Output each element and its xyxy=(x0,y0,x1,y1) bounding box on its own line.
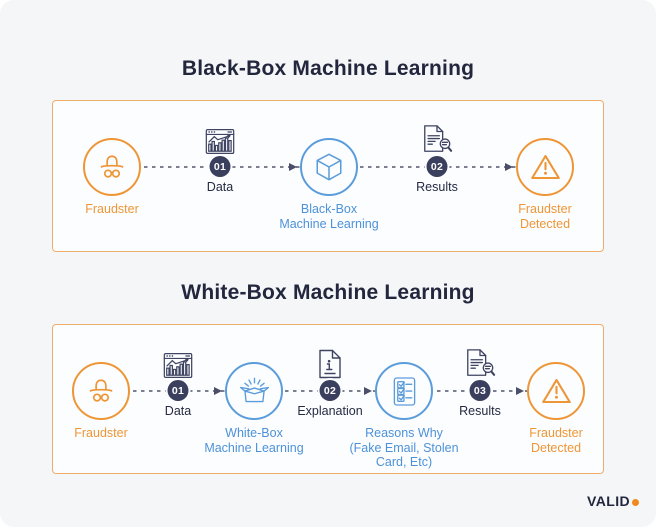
whitebox-flow-panel: Fraudster xyxy=(52,324,604,474)
fraudster-detected-label: Fraudster Detected xyxy=(529,426,583,455)
fraudster-label: Fraudster xyxy=(74,426,128,440)
arrow-right-icon xyxy=(364,386,372,395)
results-step-node: 03 Results xyxy=(435,325,525,473)
results-step-node: 02 Results xyxy=(392,101,482,251)
checklist-icon xyxy=(375,362,433,420)
step-number-badge: 01 xyxy=(167,380,189,401)
reasons-why-node: Reasons Why (Fake Email, Stolen Card, Et… xyxy=(339,325,469,473)
document-info-icon xyxy=(285,343,375,379)
document-search-icon xyxy=(435,343,525,379)
reasons-why-label: Reasons Why (Fake Email, Stolen Card, Et… xyxy=(349,426,459,469)
fraudster-detected-node: Fraudster Detected xyxy=(480,101,610,251)
whitebox-model-node: White-Box Machine Learning xyxy=(189,325,319,473)
bar-chart-icon xyxy=(133,343,223,379)
blackbox-flow-title: Black-Box Machine Learning xyxy=(181,57,475,80)
open-box-icon xyxy=(225,362,283,420)
spy-icon xyxy=(72,362,130,420)
fraudster-detected-label: Fraudster Detected xyxy=(518,202,572,231)
fraudster-node: Fraudster xyxy=(47,101,177,251)
warning-triangle-icon xyxy=(516,138,574,196)
data-step-node: 01 Data xyxy=(133,325,223,473)
valid-logo: VALID xyxy=(587,493,639,509)
data-step-label: Data xyxy=(164,404,192,418)
explanation-step-label: Explanation xyxy=(297,404,363,418)
bar-chart-icon xyxy=(175,119,265,155)
fraudster-label: Fraudster xyxy=(85,202,139,216)
fraudster-detected-node: Fraudster Detected xyxy=(491,325,621,473)
step-number-badge: 01 xyxy=(209,156,231,177)
valid-logo-dot-icon xyxy=(632,499,639,506)
spy-icon xyxy=(83,138,141,196)
step-number-badge: 02 xyxy=(319,380,341,401)
warning-triangle-icon xyxy=(527,362,585,420)
blackbox-flow-panel: Fraudster xyxy=(52,100,604,252)
whitebox-flow-title: White-Box Machine Learning xyxy=(181,281,475,304)
document-search-icon xyxy=(392,119,482,155)
cube-icon xyxy=(300,138,358,196)
explanation-step-node: 02 Explanation xyxy=(285,325,375,473)
whitebox-model-label: White-Box Machine Learning xyxy=(204,426,304,455)
data-step-label: Data xyxy=(206,180,234,194)
valid-logo-text: VALID xyxy=(587,493,630,509)
arrow-right-icon xyxy=(214,386,222,395)
blackbox-model-label: Black-Box Machine Learning xyxy=(279,202,379,231)
fraudster-node: Fraudster xyxy=(36,325,166,473)
step-number-badge: 03 xyxy=(469,380,491,401)
data-step-node: 01 Data xyxy=(175,101,265,251)
step-number-badge: 02 xyxy=(426,156,448,177)
arrow-right-icon xyxy=(289,162,297,171)
results-step-label: Results xyxy=(416,180,458,194)
results-step-label: Results xyxy=(459,404,501,418)
blackbox-model-node: Black-Box Machine Learning xyxy=(264,101,394,251)
arrow-right-icon xyxy=(505,162,513,171)
arrow-right-icon xyxy=(516,386,524,395)
